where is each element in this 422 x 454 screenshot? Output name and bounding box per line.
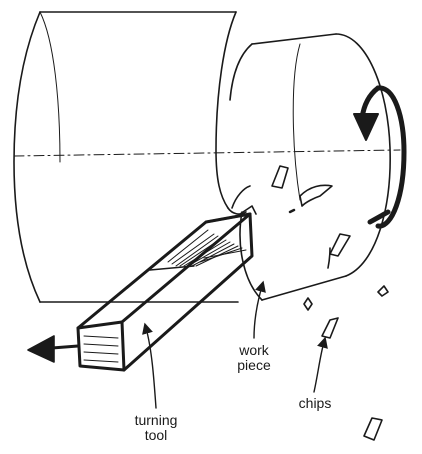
label-turning-tool: turning tool [128,413,184,443]
leader-work-piece [253,280,266,339]
label-work-piece-line-1: work [239,342,269,358]
axis-centerline [13,149,401,157]
chuck-cylinder [13,11,239,303]
label-turning-tool-line-2: tool [144,427,168,443]
leader-chips [313,336,328,393]
chip [288,208,296,214]
chip [377,285,389,297]
chips-group [271,165,389,441]
chip [303,297,313,311]
chip [363,417,383,441]
chip [299,184,333,207]
turning-tool [76,205,257,372]
label-work-piece: work piece [230,343,278,373]
chip [271,165,289,189]
chip [327,247,331,269]
workpiece-cylinder [227,33,391,301]
chip [329,233,351,257]
label-turning-tool-line-1: turning [134,412,178,428]
feed-direction-arrow-icon [27,335,80,363]
leader-turning-tool [142,322,157,409]
label-chips: chips [298,395,332,411]
label-work-piece-line-2: piece [237,357,271,373]
rotation-arrow-icon [353,85,407,229]
chip [321,317,339,339]
